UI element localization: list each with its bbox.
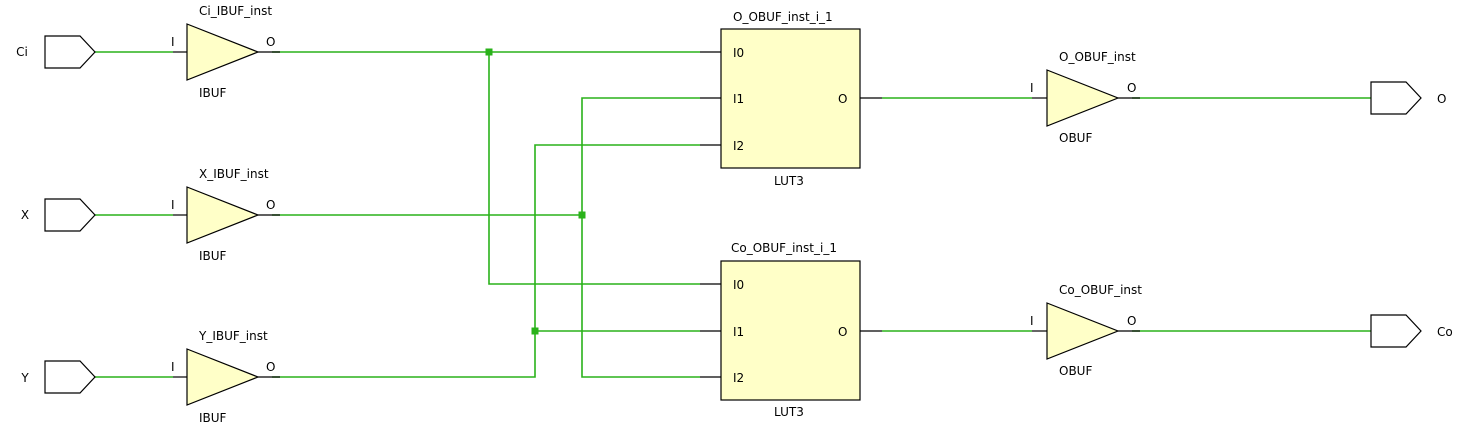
input-port-x[interactable]: X [21,198,96,232]
pin-label: I0 [733,278,744,292]
pin-label: I [171,360,175,374]
pin-label: O [266,360,275,374]
net-junction [531,327,539,335]
pin-label: O [838,92,847,106]
net-junction [485,48,493,56]
pin-label: I [1030,314,1034,328]
net-x-ibuf-to-o-i1[interactable] [581,97,700,378]
lut-body [720,260,861,401]
cell-instance-name: Co_OBUF_inst [1059,283,1142,297]
cell-y-ibuf[interactable]: Y_IBUF_inst I O IBUF [171,329,280,425]
port-label: Y [20,371,29,385]
input-port-y[interactable]: Y [20,360,96,394]
cell-co-lut3[interactable]: Co_OBUF_inst_i_1 I0 I1 I2 O LUT3 [700,241,882,419]
nets [95,48,1371,378]
pin-label: O [1127,81,1136,95]
cell-type: LUT3 [774,405,804,419]
pin-label: I [1030,81,1034,95]
buffer-triangle-icon [1046,69,1120,127]
port-label: X [21,208,29,222]
cell-instance-name: Y_IBUF_inst [198,329,268,343]
input-port-ci[interactable]: Ci [16,35,96,69]
cell-type: IBUF [199,249,227,263]
pin-label: I [171,35,175,49]
pin-label: O [1127,314,1136,328]
cell-ci-ibuf[interactable]: Ci_IBUF_inst I O IBUF [171,4,280,100]
pin-label: O [266,35,275,49]
port-label: Co [1437,325,1453,339]
buffer-triangle-icon [186,186,260,244]
pin-label: I2 [733,371,744,385]
cell-type: IBUF [199,86,227,100]
cell-x-ibuf[interactable]: X_IBUF_inst I O IBUF [171,167,280,263]
output-port-o[interactable]: O [1370,81,1446,115]
pin-label: O [266,198,275,212]
cell-o-obuf[interactable]: O_OBUF_inst I O OBUF [1030,50,1140,145]
buffer-triangle-icon [1046,302,1120,360]
buffer-triangle-icon [186,23,260,81]
output-port-co[interactable]: Co [1370,314,1453,348]
cell-instance-name: O_OBUF_inst_i_1 [733,10,833,24]
cell-type: LUT3 [774,174,804,188]
cell-instance-name: X_IBUF_inst [199,167,269,181]
port-label: Ci [16,45,28,59]
cell-co-obuf[interactable]: Co_OBUF_inst I O OBUF [1030,283,1142,378]
buffer-triangle-icon [186,348,260,406]
pin-label: I [171,198,175,212]
pin-label: I2 [733,139,744,153]
cell-type: IBUF [199,411,227,425]
cell-instance-name: O_OBUF_inst [1059,50,1136,64]
cell-type: OBUF [1059,364,1092,378]
cell-o-lut3[interactable]: O_OBUF_inst_i_1 I0 I1 I2 O LUT3 [700,10,882,188]
pin-label: I0 [733,46,744,60]
net-y-ibuf[interactable] [272,144,700,378]
net-junction [578,211,586,219]
net-ci-ibuf-branch[interactable] [488,52,700,285]
port-label: O [1437,92,1446,106]
cell-instance-name: Ci_IBUF_inst [199,4,272,18]
lut-body [720,28,861,169]
pin-label: O [838,325,847,339]
cell-instance-name: Co_OBUF_inst_i_1 [731,241,837,255]
pin-label: I1 [733,92,744,106]
pin-label: I1 [733,325,744,339]
cell-type: OBUF [1059,131,1092,145]
